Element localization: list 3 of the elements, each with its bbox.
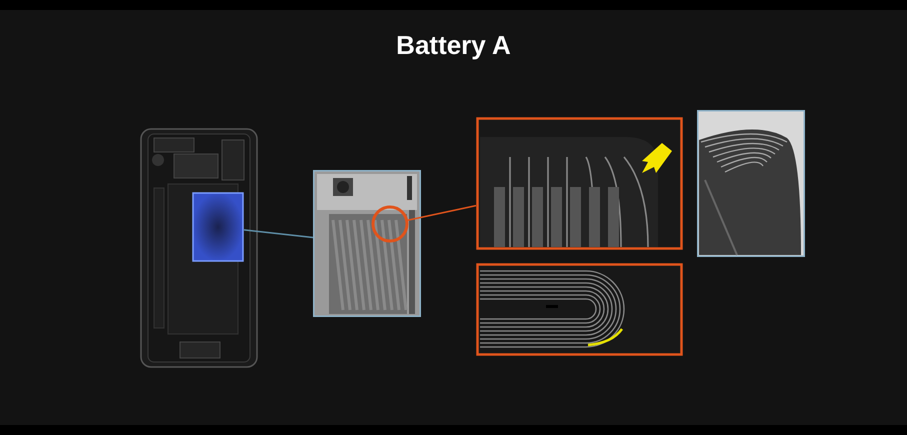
leader-line [244,229,314,238]
leader-line [407,204,476,221]
title: Battery A [396,30,511,61]
